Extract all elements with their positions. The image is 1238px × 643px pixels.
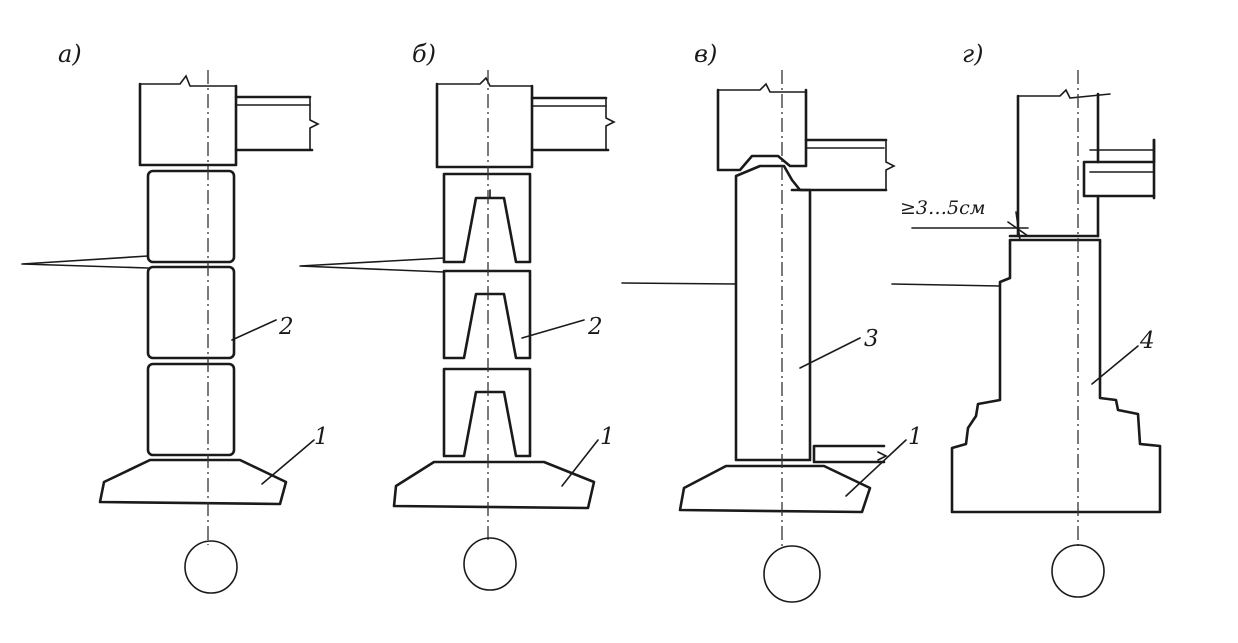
panel-g-dimension: ≥3…5см [900, 197, 986, 219]
panel-g-callout-4: 4 [1139, 328, 1155, 354]
panel-b-label: б) [412, 40, 436, 68]
panel-b-block-top [442, 172, 532, 264]
panel-b-slab [530, 96, 610, 152]
panel-b-block-mid [442, 269, 532, 360]
panel-a-footing [98, 458, 288, 506]
panel-a-wall [138, 82, 238, 167]
panel-b-callout-1: 1 [600, 424, 615, 450]
panel-a: а) 2 1 [21, 40, 329, 594]
panel-v-callout-1: 1 [908, 424, 923, 450]
panel-b-wall [435, 82, 534, 169]
panel-g-slab [1082, 138, 1156, 198]
panel-g-label: г) [962, 40, 984, 68]
panel-g-wall [1016, 92, 1100, 238]
panel-v: в) 3 1 [621, 40, 923, 603]
panel-b-leader-joint [299, 257, 445, 273]
panel-v-callout-3: 3 [864, 326, 879, 352]
panel-a-wall-break [139, 74, 237, 87]
panel-b-footing [392, 460, 596, 510]
panel-b-block-bottom [442, 367, 532, 458]
panel-a-block-bottom [146, 362, 236, 457]
panel-g-axis-marker [1051, 544, 1105, 598]
panel-v-column [734, 164, 812, 462]
panel-a-label: а) [58, 40, 82, 68]
panel-b-callout-2: 2 [587, 314, 603, 340]
panel-a-axis-marker [184, 540, 238, 594]
panel-g-leader-joint [891, 283, 1001, 287]
panel-v-leader-joint [621, 282, 737, 285]
panel-a-callout-2: 2 [278, 314, 294, 340]
panel-v-axis-marker [763, 545, 821, 603]
panel-v-wall [716, 88, 808, 172]
panel-v-footing [678, 464, 872, 514]
panel-v-lower-slab [812, 444, 886, 464]
panel-a-callout-1: 1 [314, 424, 329, 450]
panel-b: б) 2 1 [299, 40, 616, 591]
panel-g-foundation [950, 238, 1162, 514]
panel-g: г) ≥3…5см 4 [891, 40, 1162, 598]
panel-a-slab [234, 95, 314, 152]
panel-v-label: в) [694, 40, 717, 68]
panel-a-block-mid [146, 265, 236, 360]
panel-a-block-top [146, 169, 236, 264]
panel-b-axis-marker [463, 537, 517, 591]
panel-a-leader-joint [21, 255, 149, 269]
